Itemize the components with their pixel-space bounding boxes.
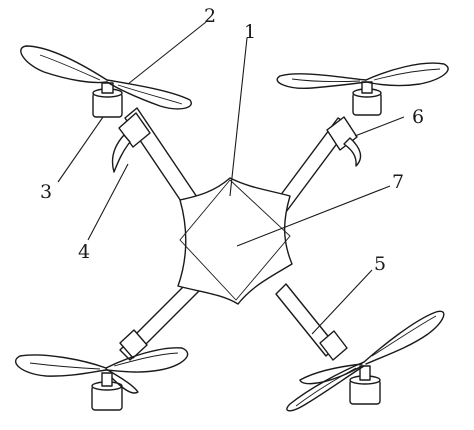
leader-lines (57, 21, 405, 335)
propeller-bottom-left (14, 347, 189, 394)
leader-3 (57, 116, 104, 183)
callout-5: 5 (374, 253, 386, 275)
leader-4 (87, 163, 129, 241)
motors (91, 81, 382, 411)
callout-1: 1 (244, 21, 256, 43)
propeller-top-left (20, 45, 192, 110)
body-shell (177, 177, 293, 305)
callouts: 1 2 3 4 5 6 7 (40, 5, 424, 275)
motor-top-left (92, 82, 123, 118)
callout-6: 6 (412, 106, 424, 128)
motor-bottom-right (349, 365, 381, 405)
callout-7: 7 (392, 171, 404, 193)
clamp-bottom-right (319, 330, 348, 361)
leader-6 (354, 116, 405, 137)
body-diamond (179, 179, 291, 301)
motor-top-right (352, 81, 382, 116)
callout-3: 3 (40, 181, 52, 203)
propellers (14, 45, 449, 412)
hook-right (343, 137, 362, 167)
propeller-top-right (276, 62, 449, 90)
hook-left (111, 134, 131, 173)
callout-4: 4 (78, 241, 90, 263)
leader-2 (127, 21, 207, 85)
landing-hooks (111, 134, 362, 173)
leader-1 (229, 37, 248, 197)
callout-2: 2 (204, 5, 216, 27)
leader-5 (311, 269, 373, 335)
motor-bottom-left (91, 372, 123, 411)
propeller-bottom-right (286, 310, 445, 412)
central-body (177, 177, 293, 305)
leader-7 (236, 185, 391, 247)
clamp-bottom-left (119, 329, 148, 359)
